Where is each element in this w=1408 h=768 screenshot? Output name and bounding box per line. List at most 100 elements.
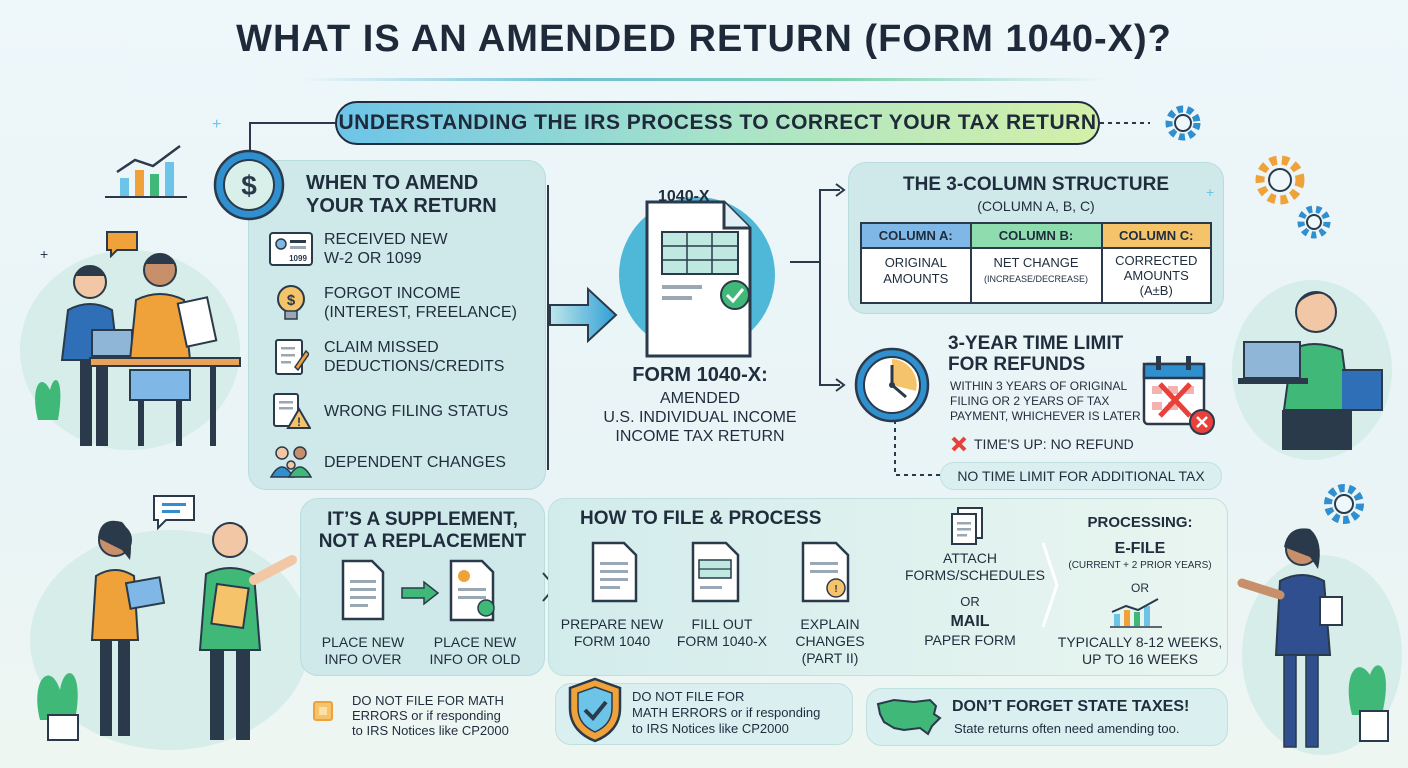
step-prepare-line1: PREPARE NEW xyxy=(560,616,664,632)
calendar-icon xyxy=(1142,356,1215,435)
form-caption: FORM 1040-X: AMENDED U.S. INDIVIDUAL INC… xyxy=(590,364,810,446)
arrow-right-icon xyxy=(549,286,618,344)
lightbulb-icon: $ xyxy=(268,283,314,323)
supplement-step2-line1: PLACE NEW xyxy=(433,634,517,650)
supplement-title-line1: IT’S A SUPPLEMENT, xyxy=(327,509,518,530)
state-taxes-title: DON’T FORGET STATE TAXES! xyxy=(952,698,1190,715)
column-table: COLUMN A: ORIGINAL AMOUNTS COLUMN B: NET… xyxy=(860,222,1212,304)
man-with-laptop-illustration xyxy=(1232,280,1392,460)
shield-note: DO NOT FILE FOR MATH ERRORS or if respon… xyxy=(632,689,820,737)
mail-form-text: MAIL PAPER FORM xyxy=(905,613,1035,649)
reason-line1: DEPENDENT CHANGES xyxy=(324,453,506,471)
family-icon xyxy=(268,442,314,482)
how-to-file-panel xyxy=(548,498,1228,676)
svg-text:1099: 1099 xyxy=(289,254,307,263)
reason-line2: (INTEREST, FREELANCE) xyxy=(324,304,517,321)
svg-text:!: ! xyxy=(297,415,301,429)
amend-reason-filing-status: ! WRONG FILING STATUS xyxy=(268,391,508,431)
time-limit-title: 3-YEAR TIME LIMIT FOR REFUNDS xyxy=(948,333,1123,375)
efile-note: (CURRENT + 2 PRIOR YEARS) xyxy=(1068,560,1212,571)
three-column-title: THE 3-COLUMN STRUCTURE xyxy=(903,174,1169,195)
people-reviewing-illustration xyxy=(20,250,241,450)
mail-line1: MAIL xyxy=(950,613,990,630)
svg-text:$: $ xyxy=(287,292,296,309)
column-b-line2: (INCREASE/DECREASE) xyxy=(983,274,1089,284)
math-note-line1: DO NOT FILE FOR MATH xyxy=(352,693,504,708)
column-c-header: COLUMN C: xyxy=(1102,224,1210,249)
three-column-subtitle: (COLUMN A, B, C) xyxy=(977,198,1095,214)
when-to-amend-panel xyxy=(248,160,546,490)
supplement-title-line2: NOT A REPLACEMENT xyxy=(318,531,527,552)
efile-label: E-FILE xyxy=(1114,540,1166,557)
form-doc-label: 1040-X xyxy=(658,188,710,205)
gear-icon-large xyxy=(1255,155,1305,205)
mail-line2: PAPER FORM xyxy=(924,632,1016,648)
red-x-icon xyxy=(951,436,967,452)
step-explain-line1: EXPLAIN xyxy=(800,616,860,632)
supplement-step1-line2: INFO OVER xyxy=(324,651,402,667)
attach-forms-icon xyxy=(951,507,983,545)
shield-check-icon xyxy=(568,677,622,743)
document-icon xyxy=(341,559,385,621)
reason-line1: WRONG FILING STATUS xyxy=(324,402,509,420)
reason-line1: FORGOT INCOME xyxy=(324,285,461,302)
sparkle-icon: + xyxy=(212,116,222,133)
chevron-right-icon xyxy=(1041,542,1059,628)
clock-icon xyxy=(854,347,930,423)
warning-document-icon: ! xyxy=(268,391,314,431)
math-note-line3: to IRS Notices like CP2000 xyxy=(352,723,509,738)
step-fill-out: FILL OUT FORM 1040-X xyxy=(662,616,782,650)
attach-forms-text: ATTACH FORMS/SCHEDULES xyxy=(905,550,1046,584)
processing-time-line2: UP TO 16 WEEKS xyxy=(1082,651,1198,667)
column-a-line2: AMOUNTS xyxy=(883,271,949,286)
supplement-step2: PLACE NEW INFO OR OLD xyxy=(420,634,530,668)
pen-document-icon xyxy=(268,337,314,377)
state-taxes-desc: State returns often need amending too. xyxy=(954,721,1180,736)
title-divider xyxy=(300,78,1108,81)
when-to-amend-title: WHEN TO AMEND YOUR TAX RETURN xyxy=(306,172,497,218)
growth-chart-icon xyxy=(105,144,187,198)
times-up-text: TIME'S UP: NO REFUND xyxy=(974,436,1134,452)
speech-bubble-icon xyxy=(153,495,195,531)
sparkle-icon: + xyxy=(40,246,49,262)
people-discussing-illustration xyxy=(30,520,310,750)
gear-icon-small xyxy=(1297,205,1331,239)
warning-square-icon xyxy=(313,701,333,721)
sparkle-icon: + xyxy=(1206,184,1215,200)
form-1040x-illustration xyxy=(619,197,775,358)
gear-icon-bottom xyxy=(1324,484,1364,524)
no-time-limit-badge: NO TIME LIMIT FOR ADDITIONAL TAX xyxy=(940,462,1222,490)
time-limit-desc-line3: PAYMENT, WHICHEVER IS LATER xyxy=(950,409,1141,423)
prepare-form-icon xyxy=(591,541,638,603)
attach-line2: FORMS/SCHEDULES xyxy=(905,567,1046,583)
column-b-line1: NET CHANGE xyxy=(993,255,1079,270)
processing-time: TYPICALLY 8-12 WEEKS, UP TO 16 WEEKS xyxy=(1046,634,1234,668)
subtitle-banner: UNDERSTANDING THE IRS PROCESS TO CORRECT… xyxy=(335,101,1100,145)
reason-line2: W-2 OR 1099 xyxy=(324,250,422,267)
supplement-step1-line1: PLACE NEW xyxy=(321,634,405,650)
step-prepare: PREPARE NEW FORM 1040 xyxy=(552,616,672,650)
column-b-header: COLUMN B: xyxy=(971,224,1101,249)
time-limit-description: WITHIN 3 YEARS OF ORIGINAL FILING OR 2 Y… xyxy=(950,379,1141,424)
page-title: WHAT IS AN AMENDED RETURN (FORM 1040-X)? xyxy=(236,18,1172,60)
shield-note-line1: DO NOT FILE FOR xyxy=(632,689,745,704)
amend-reason-forgot-income: $ FORGOT INCOME (INTEREST, FREELANCE) xyxy=(268,283,517,323)
reason-line1: CLAIM MISSED xyxy=(324,339,439,356)
column-a-header: COLUMN A: xyxy=(862,224,970,249)
supplement-title: IT’S A SUPPLEMENT, NOT A REPLACEMENT xyxy=(300,509,545,553)
time-limit-title-line1: 3-YEAR TIME LIMIT xyxy=(948,333,1124,354)
gear-icon xyxy=(1165,105,1201,141)
column-c-line1: CORRECTED xyxy=(1115,253,1198,268)
amend-reason-new-w2: 1099 RECEIVED NEW W-2 OR 1099 xyxy=(268,229,448,269)
attach-line1: ATTACH xyxy=(943,550,997,566)
math-errors-note: DO NOT FILE FOR MATH ERRORS or if respon… xyxy=(352,693,509,738)
chat-bubble-icon xyxy=(106,231,138,258)
reason-line2: DEDUCTIONS/CREDITS xyxy=(324,358,505,375)
supplement-panel xyxy=(300,498,545,676)
shield-note-line3: to IRS Notices like CP2000 xyxy=(632,721,789,736)
dollar-coin-icon: $ xyxy=(213,149,285,221)
form-caption-title: FORM 1040-X: xyxy=(632,364,768,386)
explain-changes-icon: ! xyxy=(801,541,850,603)
supplement-step1: PLACE NEW INFO OVER xyxy=(318,634,408,668)
supplement-step2-line2: INFO OR OLD xyxy=(429,651,521,667)
